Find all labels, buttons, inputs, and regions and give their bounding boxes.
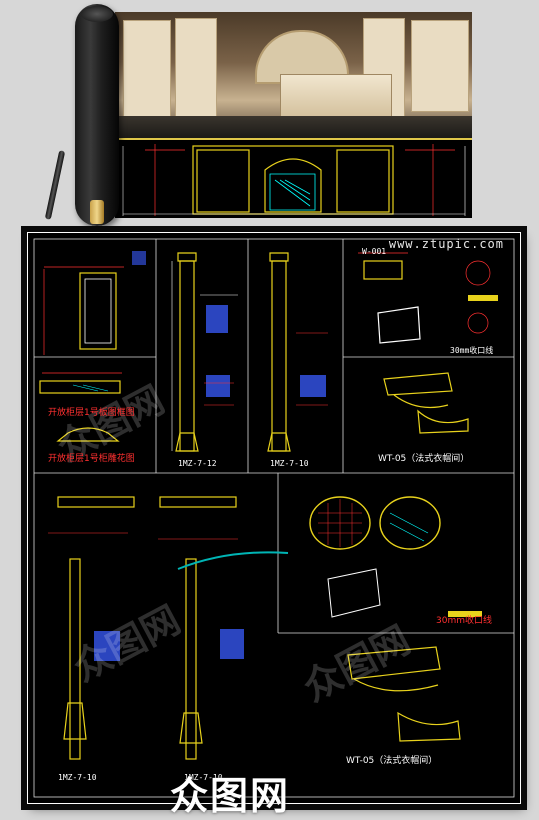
- drawing-caption: WT-05（法式衣帽间）: [378, 454, 470, 464]
- drawing-caption: 30mm收口线: [436, 616, 492, 626]
- drawing-code: 1MZ-7-10: [184, 773, 223, 782]
- cad-drawing-sheet: www.ztupic.com: [27, 232, 521, 804]
- elevation-strip: [115, 138, 472, 218]
- drawing-code: W-001: [362, 247, 387, 256]
- brand-logo: 众图网: [170, 774, 291, 818]
- drawing-caption: WT-05（法式衣帽间）: [346, 756, 438, 766]
- drawing-code: 30mm收口线: [450, 346, 494, 355]
- drawing-code: 1MZ-7-12: [178, 459, 217, 468]
- wardrobe-render-image: [115, 12, 472, 138]
- drawing-code: 1MZ-7-10: [58, 773, 97, 782]
- scroll-cap-icon: [90, 200, 104, 224]
- drawing-caption: 开放柜层1号板图框图: [48, 408, 135, 418]
- site-label: www.ztupic.com: [388, 237, 504, 251]
- drawing-caption: 开放柜层1号柜雕花图: [48, 454, 135, 464]
- drawing-code: 1MZ-7-10: [270, 459, 309, 468]
- scroll-roll-icon: [75, 4, 119, 226]
- pen-icon: [44, 150, 66, 220]
